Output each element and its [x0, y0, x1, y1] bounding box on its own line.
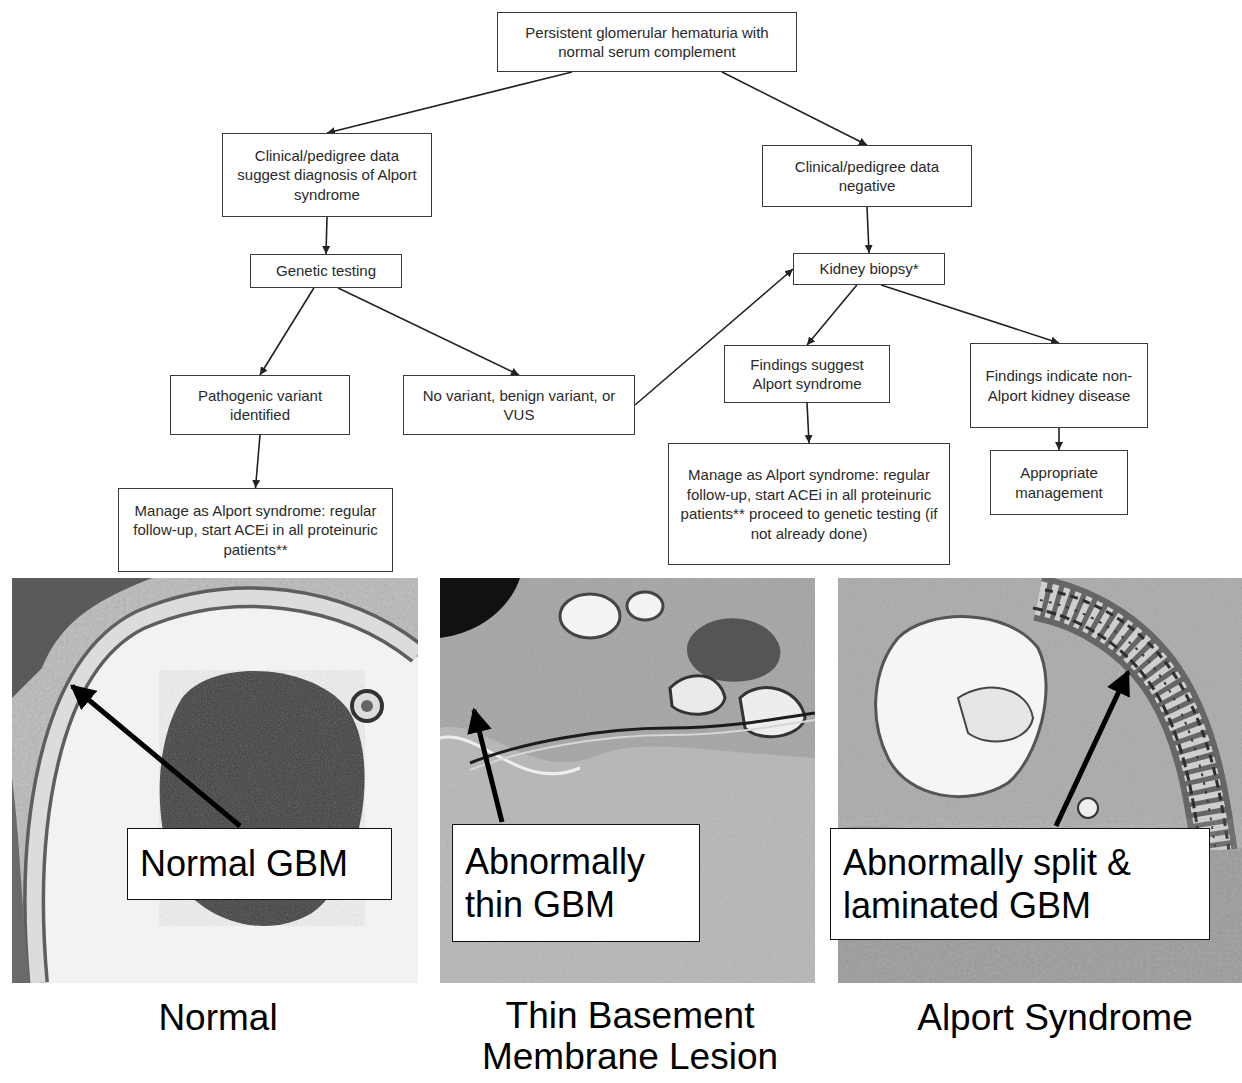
process-box: Pathogenic variant identified: [170, 375, 350, 435]
panel-caption: Alport Syndrome: [875, 997, 1235, 1038]
box-text: Manage as Alport syndrome: regular follo…: [125, 501, 386, 560]
label-text: Abnormally thin GBM: [465, 840, 687, 926]
flow-arrow: [1058, 428, 1060, 450]
leader-arrow: [474, 710, 502, 822]
process-box: Kidney biopsy*: [793, 253, 945, 285]
process-box: Manage as Alport syndrome: regular follo…: [668, 443, 950, 565]
process-box: Genetic testing: [250, 254, 402, 288]
leader-arrow: [1056, 672, 1128, 826]
panel-caption: Thin Basement Membrane Lesion: [435, 995, 825, 1078]
flow-arrow: [260, 288, 314, 375]
process-box: Appropriate management: [990, 450, 1128, 515]
flow-arrow: [867, 207, 869, 253]
flow-arrow: [326, 217, 327, 254]
box-text: Findings indicate non-Alport kidney dise…: [977, 366, 1141, 405]
flow-arrow: [881, 285, 1059, 343]
label-text: Normal GBM: [140, 842, 348, 885]
box-text: Kidney biopsy*: [819, 259, 918, 279]
leader-arrow: [72, 686, 240, 826]
flow-arrow: [722, 72, 867, 145]
process-box: Findings indicate non-Alport kidney dise…: [970, 343, 1148, 428]
label-text: Abnormally split & laminated GBM: [843, 841, 1197, 927]
process-box: Findings suggest Alport syndrome: [724, 345, 890, 403]
flow-arrow: [807, 285, 857, 345]
flow-arrow: [327, 72, 572, 133]
box-text: Findings suggest Alport syndrome: [731, 355, 883, 394]
box-text: No variant, benign variant, or VUS: [410, 386, 628, 425]
box-text: Genetic testing: [276, 261, 376, 281]
box-text: Appropriate management: [997, 463, 1121, 502]
thin-gbm-micrograph: [440, 578, 815, 983]
flow-arrow: [338, 288, 519, 375]
process-box: No variant, benign variant, or VUS: [403, 375, 635, 435]
process-box: Manage as Alport syndrome: regular follo…: [118, 488, 393, 572]
flow-arrow: [807, 403, 809, 443]
image-label: Abnormally thin GBM: [452, 824, 700, 942]
process-box: Clinical/pedigree data suggest diagnosis…: [222, 133, 432, 217]
flow-arrow: [256, 435, 261, 488]
image-label: Abnormally split & laminated GBM: [830, 828, 1210, 940]
normal-micrograph: [12, 578, 418, 983]
process-box: Persistent glomerular hematuria with nor…: [497, 12, 797, 72]
box-text: Persistent glomerular hematuria with nor…: [504, 23, 790, 62]
box-text: Clinical/pedigree data negative: [769, 157, 965, 196]
panel-caption: Normal: [68, 997, 368, 1038]
image-label: Normal GBM: [127, 828, 392, 900]
box-text: Pathogenic variant identified: [177, 386, 343, 425]
process-box: Clinical/pedigree data negative: [762, 145, 972, 207]
box-text: Manage as Alport syndrome: regular follo…: [675, 465, 943, 543]
box-text: Clinical/pedigree data suggest diagnosis…: [229, 146, 425, 205]
